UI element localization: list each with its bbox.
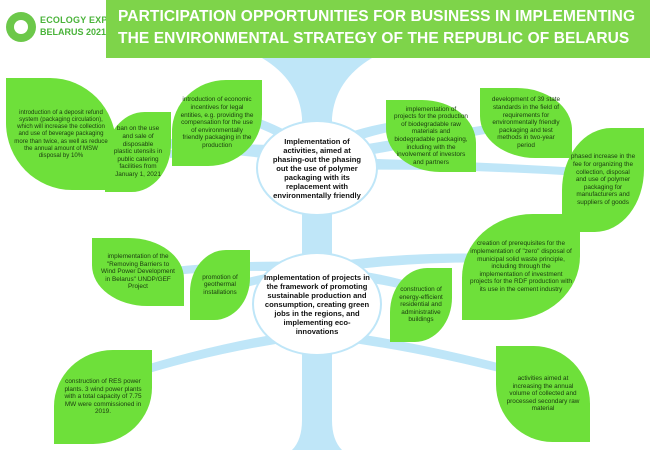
leaf-deposit-text: introduction of a deposit refund system … (14, 108, 108, 159)
logo-line1: ECOLOGY EXPO (40, 15, 115, 25)
hub-packaging: Implementation of activities, aimed at p… (256, 120, 378, 216)
leaf-incentives-text: introduction of economic incentives for … (180, 96, 254, 149)
hub-packaging-text: Implementation of activities, aimed at p… (272, 136, 362, 200)
leaf-secondary-text: activities aimed at increasing the annua… (506, 375, 580, 413)
title-line1: PARTICIPATION OPPORTUNITIES FOR BUSINESS… (118, 8, 636, 25)
leaf-biodegradable: implementation of projects for the produ… (386, 100, 476, 172)
title-line2: THE ENVIRONMENTAL STRATEGY OF THE REPUBL… (118, 30, 630, 47)
logo-line2: BELARUS 2021 (40, 27, 107, 37)
page-title: PARTICIPATION OPPORTUNITIES FOR BUSINESS… (118, 6, 642, 50)
hub-sustainable: Implementation of projects in the framew… (252, 252, 382, 356)
title-banner: PARTICIPATION OPPORTUNITIES FOR BUSINESS… (106, 0, 650, 58)
leaf-wind-project-text: implementation of the "Removing Barriers… (101, 253, 175, 291)
hub-sustainable-text: Implementation of projects in the framew… (264, 272, 370, 336)
leaf-res: construction of RES power plants. 3 wind… (54, 350, 152, 444)
leaf-buildings: construction of energy-efficient residen… (390, 268, 452, 342)
leaf-biodegradable-text: implementation of projects for the produ… (394, 105, 468, 166)
leaf-ban-text: ban on the use and sale of disposable pl… (113, 125, 163, 178)
leaf-standards: development of 39 state standards in the… (480, 88, 572, 158)
trunk-root (292, 420, 342, 450)
leaf-zero-waste-text: creation of prerequisites for the implem… (470, 240, 572, 293)
logo-mark (6, 12, 36, 42)
trunk-top-funnel (262, 58, 372, 118)
leaf-geothermal-text: promotion of geothermal installations (202, 273, 238, 296)
leaf-res-text: construction of RES power plants. 3 wind… (64, 378, 142, 416)
branch-res (100, 330, 302, 388)
header: ECOLOGY EXPO BELARUS 2021 PARTICIPATION … (0, 0, 650, 58)
leaf-fee-text: phased increase in the fee for organizin… (570, 153, 636, 206)
logo: ECOLOGY EXPO BELARUS 2021 (6, 6, 115, 52)
leaf-buildings-text: construction of energy-efficient residen… (399, 286, 443, 324)
branch-secondary (332, 330, 560, 388)
leaf-standards-text: development of 39 state standards in the… (491, 96, 561, 149)
